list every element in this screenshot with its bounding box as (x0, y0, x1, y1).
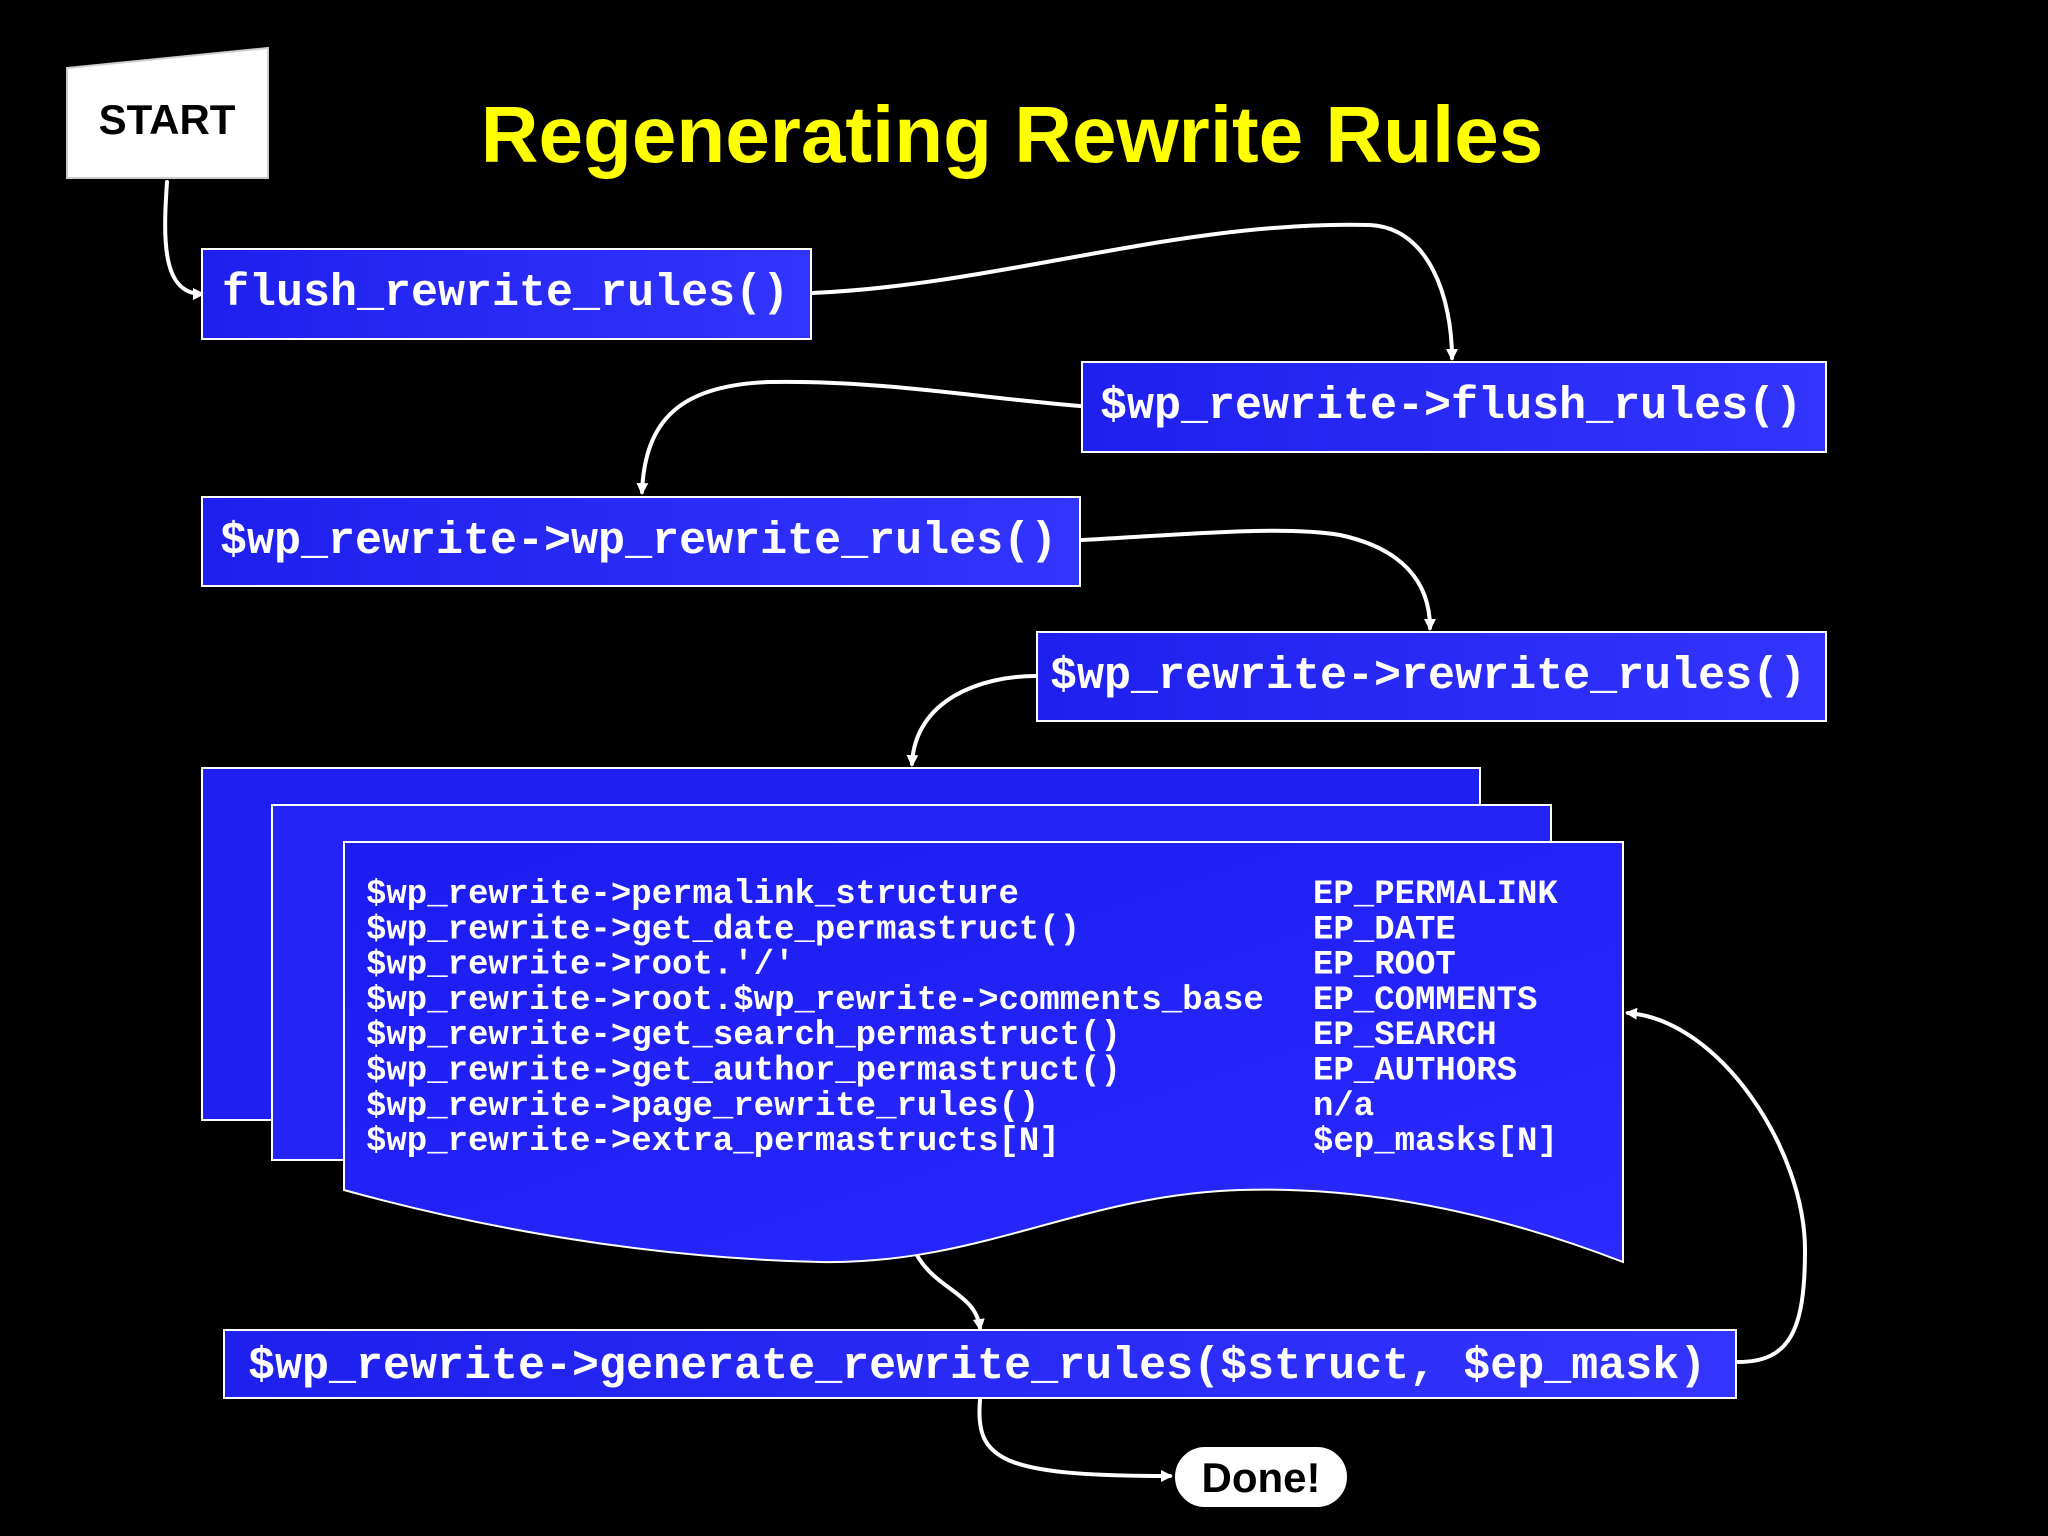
endpoint-mask: EP_AUTHORS (1313, 1053, 1517, 1091)
node-wp-rewrite-rules-label: $wp_rewrite->wp_rewrite_rules() (220, 516, 1057, 567)
page-title: Regenerating Rewrite Rules (481, 90, 1544, 179)
structure-name: $wp_rewrite->get_date_permastruct() (366, 911, 1080, 949)
start-node: START (66, 46, 269, 179)
connector-generate-loop-back (1625, 1007, 1808, 1364)
done-node: Done! (1173, 1445, 1349, 1509)
connector-rewrite-rules-to-structures (906, 674, 1038, 767)
node-generate-rewrite-rules: $wp_rewrite->generate_rewrite_rules($str… (223, 1329, 1737, 1399)
structure-name: $wp_rewrite->get_author_permastruct() (366, 1053, 1121, 1091)
structure-name: $wp_rewrite->permalink_structure (366, 876, 1019, 914)
node-generate-rewrite-rules-label: $wp_rewrite->generate_rewrite_rules($str… (248, 1341, 1706, 1392)
connector-start-to-flush (163, 180, 205, 300)
structure-name: $wp_rewrite->root.'/' (366, 947, 794, 985)
connector-structures-to-generate (910, 1243, 985, 1331)
structures-document-stack: $wp_rewrite->permalink_structure EP_PERMA… (201, 767, 1624, 1264)
node-flush-rules-label: $wp_rewrite->flush_rules() (1100, 381, 1802, 432)
connector-flush-rules-to-wp-rewrite-rules (636, 379, 1082, 495)
structure-name: $wp_rewrite->page_rewrite_rules() (366, 1088, 1039, 1126)
node-rewrite-rules: $wp_rewrite->rewrite_rules() (1036, 631, 1827, 722)
structure-name: $wp_rewrite->get_search_permastruct() (366, 1017, 1121, 1055)
node-flush-rewrite-rules: flush_rewrite_rules() (201, 248, 812, 340)
structures-list: $wp_rewrite->permalink_structure EP_PERMA… (366, 876, 1558, 1161)
endpoint-mask: EP_DATE (1313, 911, 1456, 949)
connector-generate-to-done (977, 1398, 1173, 1482)
structure-name: $wp_rewrite->extra_permastructs[N] (366, 1123, 1060, 1161)
structure-name: $wp_rewrite->root.$wp_rewrite->comments_… (366, 982, 1264, 1020)
endpoint-mask: EP_PERMALINK (1313, 876, 1558, 914)
node-flush-rules: $wp_rewrite->flush_rules() (1081, 361, 1827, 453)
endpoint-mask: EP_SEARCH (1313, 1017, 1497, 1055)
node-rewrite-rules-label: $wp_rewrite->rewrite_rules() (1050, 651, 1806, 702)
endpoint-mask: EP_ROOT (1313, 947, 1456, 985)
connectors (163, 180, 1808, 1482)
document-front (343, 841, 1624, 1264)
start-label: START (99, 96, 236, 143)
done-label: Done! (1202, 1454, 1321, 1501)
connector-flush-to-flush-rules (810, 222, 1458, 361)
endpoint-mask: EP_COMMENTS (1313, 982, 1537, 1020)
endpoint-mask: n/a (1313, 1088, 1374, 1126)
endpoint-mask: $ep_masks[N] (1313, 1123, 1558, 1161)
node-wp-rewrite-rules: $wp_rewrite->wp_rewrite_rules() (201, 496, 1081, 587)
node-flush-rewrite-rules-label: flush_rewrite_rules() (222, 268, 789, 319)
connector-wp-rewrite-rules-to-rewrite-rules (1080, 528, 1436, 631)
